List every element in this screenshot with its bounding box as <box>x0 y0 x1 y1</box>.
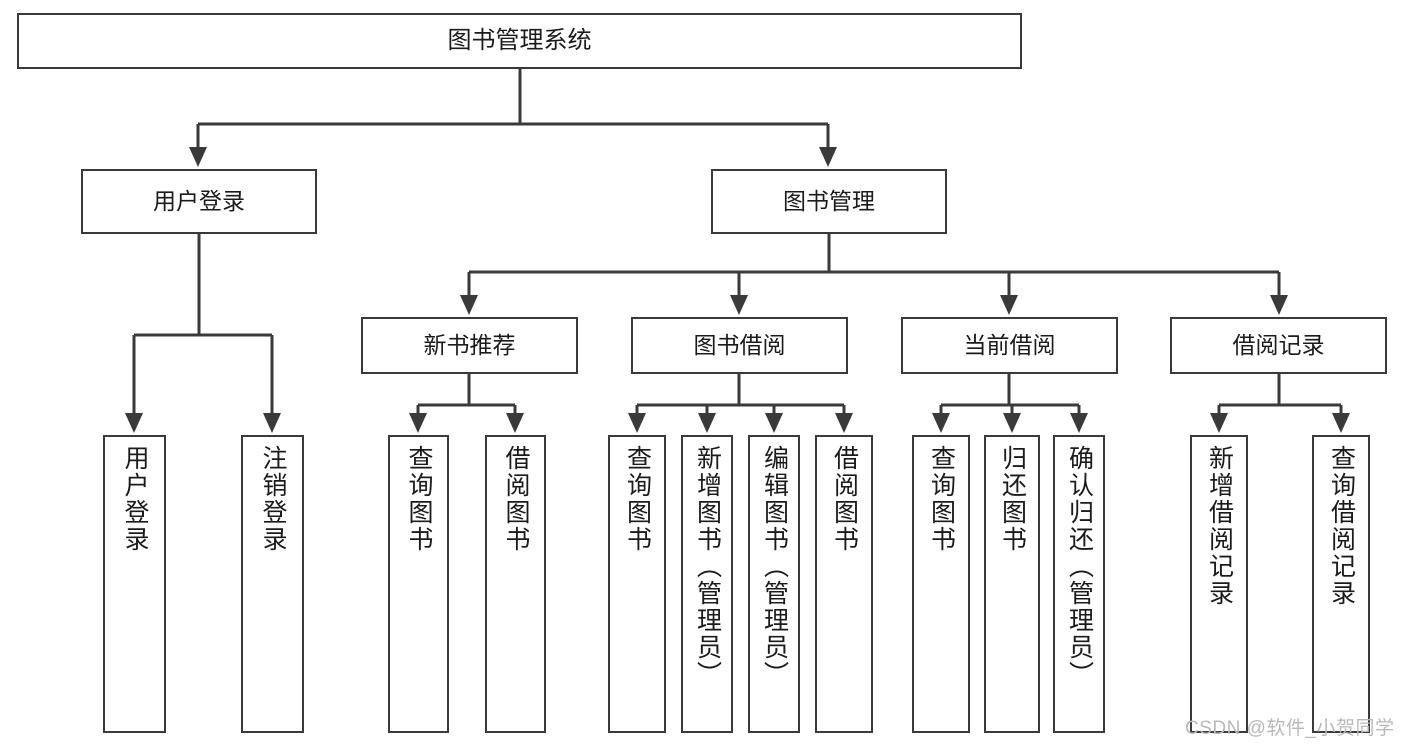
node-label: 编辑图书（管理员） <box>760 445 789 688</box>
leaves-node: 查询借阅记录 <box>1312 435 1370 733</box>
leaves-node: 查询图书 <box>388 435 449 733</box>
node-label: 用户登录 <box>121 445 149 553</box>
leaves-node: 确认归还（管理员） <box>1053 435 1105 733</box>
level2-node: 图书管理 <box>711 169 947 234</box>
node-label: 查询借阅记录 <box>1327 445 1356 607</box>
leaves-node: 借阅图书 <box>485 435 546 733</box>
leaves-node: 用户登录 <box>103 435 166 733</box>
arrow-head-icon <box>1210 413 1228 433</box>
leaves-node: 新增图书（管理员） <box>681 435 733 733</box>
arrow-head-icon <box>125 413 143 433</box>
node-label: 查询图书 <box>927 445 956 553</box>
node-label: 图书管理 <box>783 187 875 214</box>
level2-node: 用户登录 <box>81 169 317 234</box>
arrow-head-icon <box>506 413 524 433</box>
arrow-head-icon <box>628 413 646 433</box>
leaves-node: 归还图书 <box>984 435 1040 733</box>
node-label: 新增借阅记录 <box>1205 445 1234 607</box>
arrow-head-icon <box>1270 295 1288 315</box>
node-label: 图书借阅 <box>693 331 786 358</box>
arrow-head-icon <box>835 413 853 433</box>
node-label: 注销登录 <box>259 445 287 553</box>
node-label: 图书管理系统 <box>447 26 592 54</box>
arrow-head-icon <box>730 295 748 315</box>
arrow-head-icon <box>765 413 783 433</box>
arrow-head-icon <box>698 413 716 433</box>
leaves-node: 注销登录 <box>241 435 304 733</box>
arrow-head-icon <box>932 413 950 433</box>
node-label: 确认归还（管理员） <box>1065 445 1094 688</box>
node-label: 当前借阅 <box>963 331 1056 358</box>
node-label: 查询图书 <box>405 445 433 553</box>
arrow-head-icon <box>1000 295 1018 315</box>
level3-node: 图书借阅 <box>631 317 848 374</box>
node-label: 新增图书（管理员） <box>693 445 722 688</box>
level3-node: 借阅记录 <box>1170 317 1387 374</box>
arrow-head-icon <box>1332 413 1350 433</box>
arrow-head-icon <box>1070 413 1088 433</box>
node-label: 查询图书 <box>623 445 652 553</box>
arrow-head-icon <box>819 147 837 167</box>
arrow-head-icon <box>409 413 427 433</box>
leaves-node: 借阅图书 <box>815 435 873 733</box>
arrow-head-icon <box>189 147 207 167</box>
node-label: 用户登录 <box>153 187 245 214</box>
arrow-head-icon <box>460 295 478 315</box>
level3-node: 当前借阅 <box>901 317 1118 374</box>
level3-node: 新书推荐 <box>361 317 578 374</box>
root-node: 图书管理系统 <box>17 13 1022 69</box>
leaves-node: 编辑图书（管理员） <box>748 435 800 733</box>
leaves-node: 查询图书 <box>912 435 970 733</box>
arrow-head-icon <box>263 413 281 433</box>
leaves-node: 查询图书 <box>608 435 666 733</box>
node-label: 借阅图书 <box>830 445 859 553</box>
node-label: 新书推荐 <box>423 331 516 358</box>
watermark: CSDN @软件_小贺同学 <box>1185 718 1395 739</box>
node-label: 归还图书 <box>998 445 1027 553</box>
node-label: 借阅记录 <box>1232 331 1325 358</box>
arrow-head-icon <box>1003 413 1021 433</box>
leaves-node: 新增借阅记录 <box>1190 435 1248 733</box>
node-label: 借阅图书 <box>502 445 530 553</box>
